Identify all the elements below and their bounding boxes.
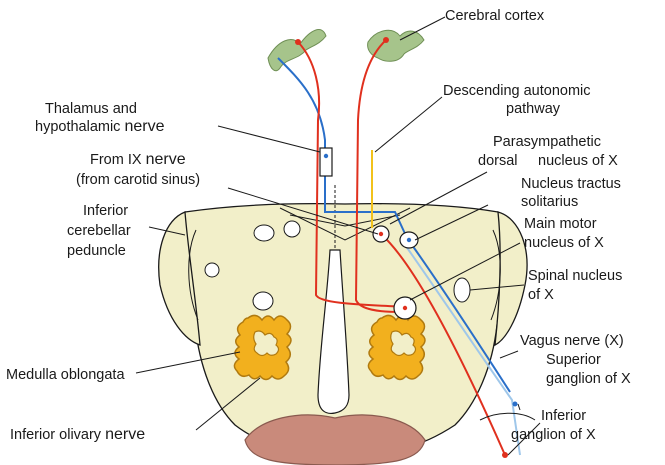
left-cortex-shape <box>268 30 326 71</box>
label-thalamus-2a: hypothalamic <box>35 119 124 135</box>
parasympathetic-neuron <box>379 232 383 236</box>
left-nucleus-circle-2 <box>284 221 300 237</box>
label-inferior-olivary: Inferior olivary nerve <box>10 426 145 443</box>
label-main-motor: Main motor <box>524 216 597 232</box>
superior-ganglion-dot <box>513 402 518 407</box>
left-nucleus-circle-1 <box>254 225 274 241</box>
label-main-motor-nucleus: nucleus of X <box>524 235 604 251</box>
label-peduncle: peduncle <box>67 243 126 259</box>
label-spinal-of-x: of X <box>528 287 554 303</box>
label-parasympathetic-nucleus: nucleus of X <box>538 153 618 169</box>
label-parasympathetic: Parasympathetic <box>493 134 601 150</box>
label-superior: Superior <box>546 352 601 368</box>
label-olivary-b: nerve <box>105 426 145 443</box>
thalamus-neuron <box>324 154 328 158</box>
right-cortex-shape <box>368 30 424 61</box>
label-descending-autonomic: Descending autonomic <box>443 83 591 99</box>
label-inferior: Inferior <box>541 408 586 424</box>
thalamus-box <box>320 148 332 176</box>
left-spinal-circle <box>253 292 273 310</box>
inferior-ganglion-dot <box>502 452 508 458</box>
label-from-ix: From IX nerve <box>90 151 186 168</box>
label-from-ix-1b: nerve <box>146 151 186 168</box>
main-motor-neuron <box>403 306 407 310</box>
right-spinal-nucleus-oval <box>454 278 470 302</box>
label-from-carotid-sinus: (from carotid sinus) <box>76 172 200 188</box>
label-solitarius: solitarius <box>521 194 578 210</box>
label-parasympathetic-dorsal: dorsal <box>478 153 518 169</box>
label-vagus-nerve: Vagus nerve (X) <box>520 333 624 349</box>
label-thalamus-2b: nerve <box>124 118 164 135</box>
label-inferior-cerebellar: Inferior <box>83 203 128 219</box>
label-from-ix-1a: From IX <box>90 152 146 168</box>
label-thalamus-2: hypothalamic nerve <box>35 118 165 135</box>
tractus-solitarius-neuron <box>407 238 411 242</box>
label-nucleus-tractus: Nucleus tractus <box>521 176 621 192</box>
label-thalamus: Thalamus and <box>45 101 137 117</box>
left-nucleus-circle-3 <box>205 263 219 277</box>
label-cerebellar: cerebellar <box>67 223 131 239</box>
label-medulla-oblongata: Medulla oblongata <box>6 367 125 383</box>
label-inferior-ganglion: ganglion of X <box>511 427 596 443</box>
label-olivary-a: Inferior olivary <box>10 427 105 443</box>
pyramids <box>245 415 425 465</box>
label-cerebral-cortex: Cerebral cortex <box>445 8 545 24</box>
label-spinal-nucleus: Spinal nucleus <box>528 268 622 284</box>
label-descending-autonomic-2: pathway <box>506 101 561 117</box>
label-superior-ganglion: ganglion of X <box>546 371 631 387</box>
